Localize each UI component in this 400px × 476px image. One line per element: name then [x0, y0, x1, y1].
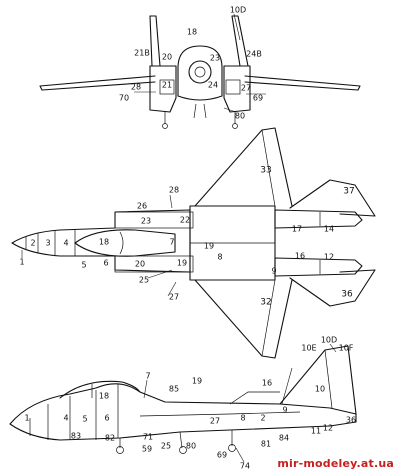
label-21b: 21B	[134, 49, 150, 58]
label-9-side: 9	[282, 406, 287, 415]
label-8-top: 8	[217, 253, 222, 262]
label-18-top: 18	[99, 238, 109, 247]
label-24b: 24B	[246, 50, 262, 59]
top-view-labels: 33 37 28 26 22 23 1 2 3 4 18 7 19 17 14 …	[19, 166, 354, 308]
label-24: 24	[208, 81, 218, 90]
label-10e: 10E	[301, 344, 316, 353]
label-83: 83	[71, 432, 81, 441]
label-1-side: 1	[24, 414, 29, 423]
label-80-front: 80	[235, 112, 245, 121]
label-37: 37	[343, 187, 354, 197]
top-view	[11, 127, 376, 359]
label-6-top: 6	[103, 259, 108, 268]
side-view-labels: 10D 10E 10F 7 85 19 16 10 18 1 4 5 6 8 2…	[24, 336, 356, 471]
label-27-side: 27	[210, 417, 220, 426]
label-12-top: 12	[324, 253, 334, 262]
label-33: 33	[260, 166, 271, 176]
label-14: 14	[324, 225, 334, 234]
label-20-top: 20	[135, 260, 145, 269]
label-12-side: 12	[323, 424, 333, 433]
label-71: 71	[143, 433, 153, 442]
label-10f: 10F	[339, 344, 354, 353]
label-70: 70	[119, 94, 129, 103]
label-21: 21	[162, 81, 172, 90]
label-36-side: 36	[346, 416, 356, 425]
label-82: 82	[105, 434, 115, 443]
label-4-side: 4	[63, 414, 68, 423]
label-19-top-lower: 19	[177, 259, 187, 268]
label-26: 26	[137, 202, 147, 211]
label-69-front: 69	[253, 94, 263, 103]
label-74: 74	[240, 462, 250, 471]
label-20-front: 20	[162, 53, 172, 62]
label-17: 17	[292, 225, 302, 234]
label-16-side: 16	[262, 379, 272, 388]
watermark-text: mir-modeley.at.ua	[277, 457, 394, 470]
label-9-top: 9	[271, 267, 276, 276]
label-11: 11	[311, 427, 321, 436]
label-85: 85	[169, 385, 179, 394]
label-18-front: 18	[187, 28, 197, 37]
label-6-side: 6	[104, 414, 109, 423]
label-22: 22	[180, 216, 190, 225]
label-28-front: 28	[131, 83, 141, 92]
label-28-top: 28	[169, 186, 179, 195]
label-5-top: 5	[81, 261, 86, 270]
label-5-side: 5	[82, 415, 87, 424]
label-69-side: 69	[217, 451, 227, 460]
label-84: 84	[279, 434, 289, 443]
label-3: 3	[45, 239, 50, 248]
label-1: 1	[19, 258, 24, 267]
label-2-side: 2	[260, 414, 265, 423]
side-view	[9, 343, 357, 463]
label-25-side: 25	[161, 442, 171, 451]
label-23-top: 23	[141, 217, 151, 226]
label-81: 81	[261, 440, 271, 449]
label-10d-side: 10D	[321, 336, 337, 345]
label-32: 32	[260, 298, 271, 308]
label-59: 59	[142, 445, 152, 454]
label-19-side: 19	[192, 377, 202, 386]
label-2-top: 2	[30, 239, 35, 248]
label-25-top: 25	[139, 276, 149, 285]
label-23-front: 23	[210, 54, 220, 63]
label-18-side: 18	[99, 392, 109, 401]
label-16-top: 16	[295, 252, 305, 261]
label-7-side: 7	[145, 372, 150, 381]
label-7-top: 7	[169, 238, 174, 247]
label-27-front: 27	[241, 84, 251, 93]
label-27-top: 27	[169, 293, 179, 302]
label-4-top: 4	[63, 239, 68, 248]
front-view	[39, 13, 361, 129]
front-view-labels: 10D 18 21B 20 23 24B 28 21 24 27 70 69 8…	[119, 6, 263, 121]
label-8-side: 8	[240, 414, 245, 423]
label-10d-front: 10D	[230, 6, 246, 15]
label-36-top: 36	[341, 290, 353, 300]
label-80-side: 80	[186, 442, 196, 451]
label-19-top-upper: 19	[204, 242, 214, 251]
label-10: 10	[315, 385, 325, 394]
